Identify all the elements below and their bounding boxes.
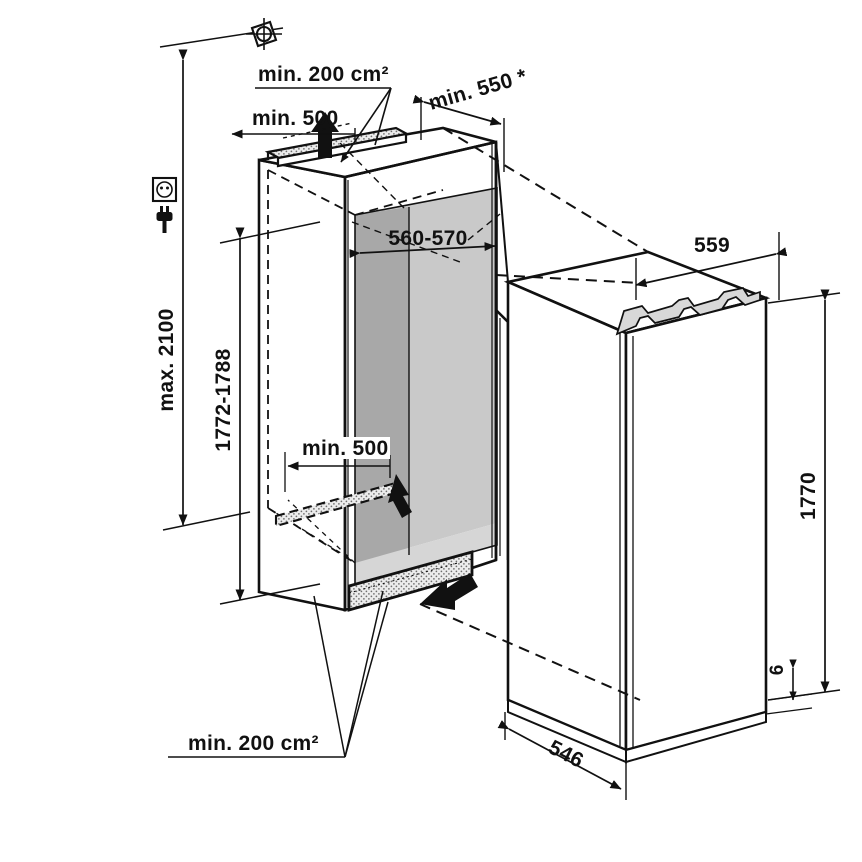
niche-floor	[355, 523, 497, 585]
power-socket-icon	[151, 176, 178, 203]
crosshair-target-icon	[246, 18, 282, 50]
dimension-label-appliance-width: 559	[694, 234, 730, 257]
niche-left-side-panel	[355, 207, 409, 563]
appliance-front-face	[624, 296, 768, 752]
dimension-label-vent-bottom: min. 200 cm²	[188, 732, 319, 755]
proj-vent-top-b	[282, 122, 353, 139]
dimension-vent-bottom: min. 200 cm²	[168, 590, 389, 758]
power-plug-icon	[156, 206, 173, 233]
dimension-label-niche-height: 1772-1788	[212, 348, 235, 451]
projection-lines	[419, 127, 649, 701]
dimension-door-opening-bottom: min. 500	[284, 437, 391, 492]
dimension-appliance-height: 1770	[767, 289, 841, 701]
projection-mid	[495, 274, 641, 284]
dimension-label-door-opening-top: min. 500	[252, 107, 338, 130]
dimension-plinth-gap: 6	[765, 659, 813, 715]
niche-cabinet-group	[257, 112, 510, 612]
top-ventilation-slot	[264, 126, 411, 168]
proj-vent-top-a	[339, 142, 405, 209]
dimension-niche-height: 1772-1788	[212, 221, 321, 605]
dimension-label-niche-width: 560-570	[388, 227, 467, 250]
airflow-arrow-up	[311, 112, 339, 158]
dimension-label-door-opening-bottom: min. 500	[302, 437, 388, 460]
appliance-group	[503, 250, 771, 764]
cabinet-hidden-edges-thin	[267, 499, 356, 564]
dimension-label-vent-top: min. 200 cm²	[258, 63, 389, 86]
projection-lines-thin	[282, 122, 501, 263]
airflow-arrow-in	[420, 573, 478, 610]
dimension-door-opening-top: min. 500	[231, 107, 356, 142]
dimension-label-plinth-gap: 6	[767, 665, 788, 676]
appliance-left-face	[506, 280, 628, 752]
dimension-label-max-height: max. 2100	[155, 308, 178, 411]
cabinet-left-face	[257, 158, 347, 612]
projection-bottom	[419, 603, 641, 701]
bottom-ventilation-slot	[347, 550, 474, 612]
airflow-arrow-inner	[388, 474, 412, 518]
dimension-label-appliance-height: 1770	[797, 472, 820, 520]
dimension-appliance-width: 559	[635, 232, 788, 300]
appliance-handle-recess	[615, 287, 761, 336]
dimension-vent-top: min. 200 cm²	[255, 63, 392, 163]
dimension-niche-width: 560-570	[349, 227, 496, 259]
projection-front-top	[495, 141, 509, 283]
projection-top-rear	[442, 127, 649, 253]
proj-niche-w-b	[467, 213, 501, 241]
